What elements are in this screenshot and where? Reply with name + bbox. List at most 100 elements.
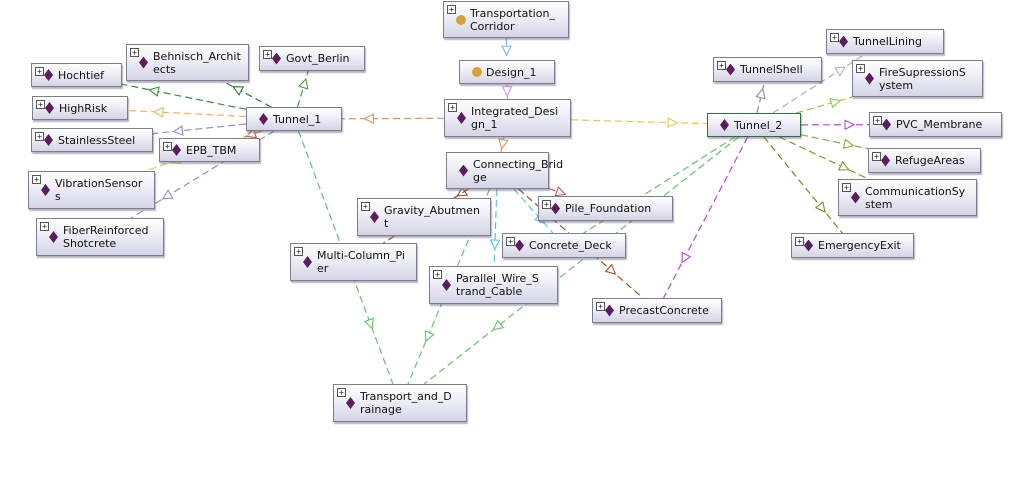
expand-icon[interactable]: + [294,247,303,256]
edge-tunnel_1-highrisk [127,109,247,118]
expand-icon[interactable]: + [163,142,172,151]
expand-icon[interactable]: + [263,50,272,59]
node-pile[interactable]: +Pile_Foundation [538,196,673,221]
edge-arrowhead [498,138,509,150]
node-precast[interactable]: +PrecastConcrete [592,298,722,323]
node-label: VibrationSensor s [55,177,143,203]
class-circle-icon [456,14,466,25]
edge-arrowhead [501,45,512,57]
expand-icon[interactable]: + [542,200,551,209]
expand-icon[interactable]: + [35,132,44,141]
node-design_1[interactable]: Design_1 [459,60,555,84]
expand-icon[interactable]: + [337,388,346,397]
node-tunnelshell[interactable]: + TunnelShell [713,57,822,82]
individual-diamond-icon [172,144,181,156]
individual-diamond-icon [839,36,848,48]
node-label: TunnelShell [740,63,803,76]
expand-icon[interactable]: + [36,100,45,109]
edge-tunnel_2-emergency [763,136,843,234]
node-transportation_corridor[interactable]: +Transportation_ Corridor [443,1,569,38]
edge-arrowhead [829,97,842,109]
node-communication[interactable]: + CommunicationSy stem [838,179,977,216]
edge-tunnel_2-transport_drainage [423,136,740,385]
edge-arrowhead [667,117,679,128]
individual-diamond-icon [45,102,54,114]
node-label: TunnelLining [853,35,922,48]
edge-arrowhead [161,189,174,200]
edge-tunnel_2-refuge [800,134,869,150]
edge-arrowhead [837,160,850,171]
individual-diamond-icon [457,112,466,124]
expand-icon[interactable]: + [872,152,881,161]
node-label: Multi-Column_Pi er [317,249,405,275]
node-multicolumn[interactable]: + Multi-Column_Pi er [290,243,417,281]
node-label: Tunnel_1 [273,112,322,126]
expand-icon[interactable]: + [506,237,515,246]
node-pvc[interactable]: +PVC_Membrane [869,112,1002,137]
expand-icon[interactable]: + [433,270,442,279]
edge-tunnel_2-tunnellining [772,53,866,114]
node-label: Gravity_Abutmen t [384,204,480,230]
node-govt_berlin[interactable]: + Govt_Berlin [259,46,365,71]
node-gravity[interactable]: + Gravity_Abutmen t [357,198,491,236]
node-label: FiberReinforced Shotcrete [63,224,149,250]
edge-tunnel_1-hochtief [121,83,247,110]
node-label: Integrated_Desi gn_1 [471,105,559,131]
node-integrated_design_1[interactable]: + Integrated_Desi gn_1 [444,99,571,137]
individual-diamond-icon [44,134,53,146]
node-emergency[interactable]: +EmergencyExit [791,233,914,258]
individual-diamond-icon [515,240,524,252]
expand-icon[interactable]: + [448,103,457,112]
node-hochtief[interactable]: + Hochtief [31,63,122,87]
expand-icon[interactable]: + [830,33,839,42]
expand-icon[interactable]: + [795,237,804,246]
node-label: Hochtief [58,68,105,82]
edge-arrowhead [152,106,164,118]
node-label: Transport_and_D rainage [360,390,452,416]
node-highrisk[interactable]: +HighRisk [32,96,128,120]
node-epb_tbm[interactable]: +EPB_TBM [159,138,260,162]
node-connecting_bridge[interactable]: Connecting_Brid ge [446,152,563,189]
node-firesup[interactable]: +FireSupressionS ystem [852,60,983,97]
node-label: RefugeAreas [895,154,965,167]
edge-tunnel_1-behnisch [222,80,272,108]
expand-icon[interactable]: + [717,61,726,70]
expand-icon[interactable]: + [361,202,370,211]
expand-icon[interactable]: + [447,5,456,14]
expand-icon[interactable]: + [873,116,882,125]
edge-connecting_bridge-parallel [493,188,498,267]
node-stainlesssteel[interactable]: +StainlessSteel [31,128,153,152]
edge-arrowhead [501,86,513,97]
node-refuge[interactable]: + RefugeAreas [868,148,981,173]
edge-tunnel_1-govt_berlin [296,70,309,108]
node-fiber[interactable]: + FiberReinforced Shotcrete [36,218,164,256]
edge-arrowhead [172,125,184,136]
edge-tunnel_2-firesup [796,96,853,114]
node-label: Govt_Berlin [286,52,350,65]
expand-icon[interactable]: + [856,64,865,73]
expand-icon[interactable]: + [842,183,851,192]
individual-diamond-icon [882,119,891,131]
individual-diamond-icon [139,57,148,69]
expand-icon[interactable]: + [596,302,605,311]
individual-diamond-icon [41,184,50,196]
edge-tunnel_2-communication [779,136,869,180]
node-label: Concrete_Deck [529,239,612,252]
expand-icon[interactable]: + [32,175,41,184]
node-tunnel_2[interactable]: Tunnel_2 [707,113,801,137]
individual-diamond-icon [259,113,268,125]
node-tunnel_1[interactable]: Tunnel_1 [246,107,342,131]
edge-arrowhead [492,319,505,331]
node-concrete_deck[interactable]: + Concrete_Deck [502,233,626,258]
node-tunnellining[interactable]: + TunnelLining [826,29,944,54]
node-vibration[interactable]: + VibrationSensor s [28,171,155,209]
edge-arrowhead [424,330,435,343]
node-behnisch[interactable]: +Behnisch_Archit ects [126,44,249,81]
expand-icon[interactable]: + [35,67,44,76]
expand-icon[interactable]: + [130,48,139,57]
node-label: Connecting_Brid ge [473,157,564,184]
expand-icon[interactable]: + [40,222,49,231]
node-transport_drainage[interactable]: + Transport_and_D rainage [333,384,467,422]
node-label: CommunicationSy stem [865,184,966,211]
node-parallel[interactable]: +Parallel_Wire_S trand_Cable [429,266,558,304]
